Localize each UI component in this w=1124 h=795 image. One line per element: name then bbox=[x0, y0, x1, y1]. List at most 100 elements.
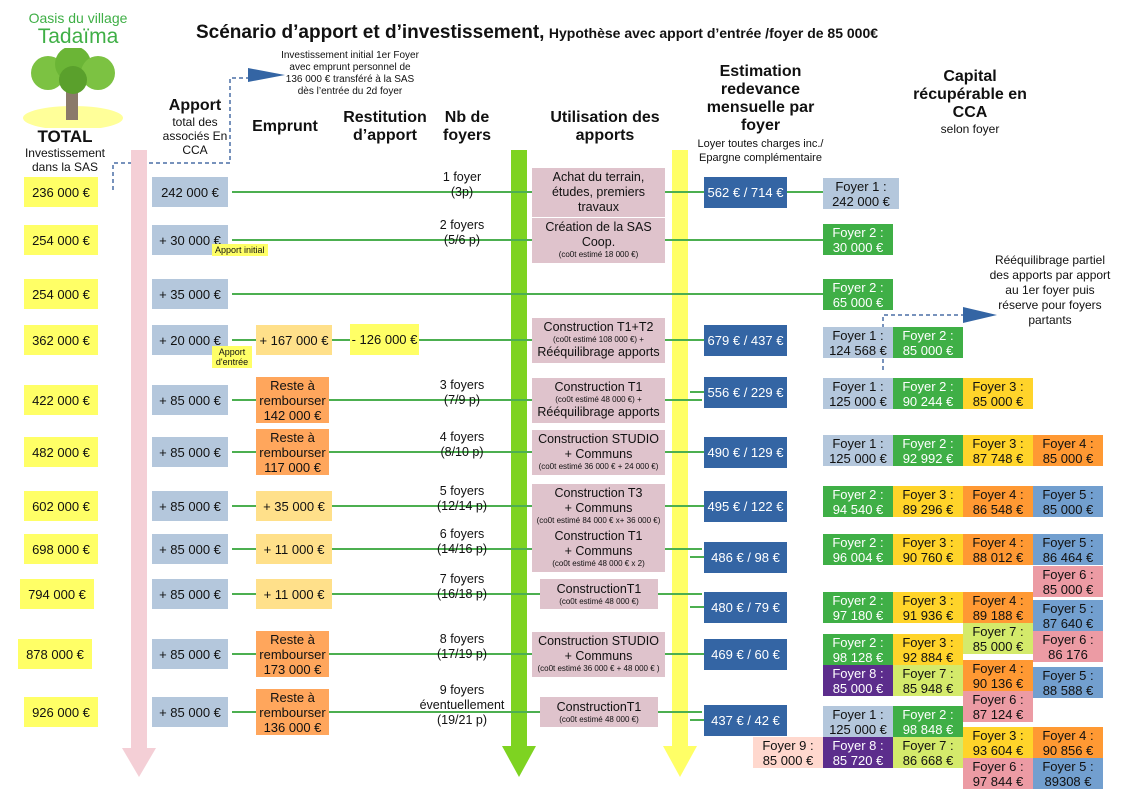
emprunt-value: + 11 000 € bbox=[256, 579, 332, 609]
capital-foyer-box: Foyer 3 :87 748 € bbox=[963, 435, 1033, 466]
capital-foyer-box: Foyer 4 :88 012 € bbox=[963, 534, 1033, 565]
capital-foyer-label: Foyer 3 : bbox=[902, 486, 954, 502]
row-connector-line bbox=[232, 451, 702, 453]
capital-foyer-label: Foyer 2 : bbox=[832, 592, 884, 608]
capital-foyer-label: Foyer 1 : bbox=[835, 178, 887, 194]
foyers-line: 7 foyers bbox=[439, 572, 485, 586]
capital-foyer-label: Foyer 2 : bbox=[832, 279, 884, 295]
usage-cost: (co0t estimé 36 000 € + 24 000 €) bbox=[538, 462, 659, 471]
capital-foyer-value: 85 720 € bbox=[832, 752, 884, 768]
capital-foyer-box: Foyer 1 :125 000 € bbox=[823, 435, 893, 466]
capital-foyer-value: 86 668 € bbox=[902, 752, 954, 768]
capital-foyer-label: Foyer 4 : bbox=[972, 592, 1024, 608]
capital-foyer-box: Foyer 2 :94 540 € bbox=[823, 486, 893, 517]
capital-foyer-value: 98 128 € bbox=[832, 649, 884, 665]
capital-foyer-box: Foyer 4 :85 000 € bbox=[1033, 435, 1103, 466]
capital-foyer-label: Foyer 5 : bbox=[1042, 758, 1094, 774]
capital-foyer-box: Foyer 7 :85 000 € bbox=[963, 623, 1033, 654]
capital-foyer-value: 85 000 € bbox=[1042, 501, 1094, 517]
capital-foyer-label: Foyer 2 : bbox=[832, 634, 884, 650]
redevance-value: 495 € / 122 € bbox=[704, 491, 787, 522]
row-connector-line bbox=[690, 391, 704, 393]
row-connector-line bbox=[690, 505, 704, 507]
arrow-right-icon bbox=[248, 68, 285, 82]
total-header: TOTAL Investissement dans la SAS bbox=[20, 128, 110, 175]
usage-line: Construction T1 bbox=[554, 529, 643, 543]
row-connector-line bbox=[232, 339, 702, 341]
usage-box: ConstructionT1(co0t estimé 48 000 €) bbox=[540, 579, 658, 609]
capital-foyer-label: Foyer 5 : bbox=[1042, 486, 1094, 502]
usage-line: Construction STUDIO bbox=[538, 634, 659, 648]
capital-foyer-label: Foyer 4 : bbox=[1042, 727, 1094, 743]
usage-line: Rééquilibrage apports bbox=[537, 405, 660, 419]
capital-foyer-box: Foyer 4 :90 856 € bbox=[1033, 727, 1103, 758]
usage-line: + Communs bbox=[564, 447, 633, 461]
usage-cost: (co0t estimé 18 000 €) bbox=[558, 250, 639, 259]
capital-foyer-value: 87 748 € bbox=[972, 450, 1024, 466]
usage-line: Rééquilibrage apports bbox=[537, 345, 660, 359]
capital-foyer-value: 96 004 € bbox=[832, 549, 884, 565]
capital-foyer-box: Foyer 3 :93 604 € bbox=[963, 727, 1033, 758]
capital-title: Capital récupérable en CCA bbox=[913, 68, 1027, 121]
foyers-line: 6 foyers bbox=[439, 527, 485, 541]
capital-foyer-box: Foyer 2 :97 180 € bbox=[823, 592, 893, 623]
capital-foyer-label: Foyer 3 : bbox=[902, 634, 954, 650]
capital-foyer-label: Foyer 4 : bbox=[1042, 435, 1094, 451]
capital-subtitle: selon foyer bbox=[940, 122, 1000, 136]
row-connector-line bbox=[690, 653, 704, 655]
dashed-connector bbox=[882, 314, 963, 370]
capital-foyer-value: 88 012 € bbox=[972, 549, 1024, 565]
emprunt-value: + 11 000 € bbox=[256, 534, 332, 564]
apport-value: + 35 000 € bbox=[152, 279, 228, 309]
capital-foyer-value: 87 124 € bbox=[972, 706, 1024, 722]
apport-value: + 85 000 € bbox=[152, 437, 228, 467]
apport-value: + 85 000 € bbox=[152, 534, 228, 564]
foyers-line: (5/6 p) bbox=[443, 233, 481, 247]
usage-line: travaux bbox=[578, 199, 619, 214]
capital-foyer-box: Foyer 5 :86 464 € bbox=[1033, 534, 1103, 565]
redevance-subtitle: Loyer toutes charges inc./ Epargne compl… bbox=[697, 138, 824, 164]
capital-foyer-value: 86 548 € bbox=[972, 501, 1024, 517]
usage-line: études, premiers bbox=[551, 184, 646, 199]
usage-box: Construction T1+ Communs(co0t estimé 48 … bbox=[532, 526, 665, 572]
usage-box: Construction T1(co0t estimé 48 000 €) +R… bbox=[532, 377, 665, 423]
apport-value: + 85 000 € bbox=[152, 697, 228, 727]
foyers-count: 8 foyers(17/19 p) bbox=[412, 632, 512, 662]
usage-box: Construction T3+ Communs(co0t estimé 84 … bbox=[532, 483, 665, 529]
usage-header: Utilisation des apports bbox=[550, 109, 660, 144]
capital-foyer-box: Foyer 9 :85 000 € bbox=[753, 737, 823, 768]
capital-foyer-label: Foyer 6 : bbox=[972, 691, 1024, 707]
usage-line: ConstructionT1 bbox=[556, 699, 642, 714]
emprunt-value: Reste à rembourser 136 000 € bbox=[256, 689, 329, 735]
usage-line: Construction T1+T2 bbox=[543, 320, 654, 334]
capital-foyer-box: Foyer 2 :85 000 € bbox=[893, 327, 963, 358]
total-subtitle: Investissement dans la SAS bbox=[24, 146, 106, 174]
capital-foyer-label: Foyer 7 : bbox=[972, 623, 1024, 639]
capital-foyer-value: 98 848 € bbox=[902, 721, 954, 737]
usage-cost: (co0t estimé 48 000 €) bbox=[559, 714, 639, 724]
capital-foyer-box: Foyer 8 :85 000 € bbox=[823, 665, 893, 696]
capital-foyer-value: 85 000 € bbox=[972, 638, 1024, 654]
capital-foyer-value: 89308 € bbox=[1044, 773, 1092, 789]
capital-foyer-value: 87 640 € bbox=[1042, 615, 1094, 631]
capital-foyer-label: Foyer 2 : bbox=[902, 435, 954, 451]
foyers-count: 2 foyers(5/6 p) bbox=[412, 218, 512, 248]
row-connector-line bbox=[232, 191, 702, 193]
capital-foyer-value: 85 948 € bbox=[902, 680, 954, 696]
redevance-value: 562 € / 714 € bbox=[704, 177, 787, 208]
foyers-line: 4 foyers bbox=[439, 430, 485, 444]
capital-foyer-label: Foyer 4 : bbox=[972, 660, 1024, 676]
foyers-line: (17/19 p) bbox=[436, 647, 488, 661]
usage-cost: (co0t estimé 48 000 € x 2) bbox=[552, 559, 645, 568]
timeline-arrow-yellow bbox=[672, 150, 688, 748]
capital-foyer-box: Foyer 3 :92 884 € bbox=[893, 634, 963, 665]
foyers-line: (8/10 p) bbox=[440, 445, 484, 459]
capital-foyer-box: Foyer 4 :89 188 € bbox=[963, 592, 1033, 623]
foyers-line: (14/16 p) bbox=[436, 542, 488, 556]
page-title: Scénario d’apport et d’investissement, H… bbox=[196, 22, 878, 44]
total-value: 698 000 € bbox=[24, 534, 98, 564]
total-value: 236 000 € bbox=[24, 177, 98, 207]
total-value: 422 000 € bbox=[24, 385, 98, 415]
